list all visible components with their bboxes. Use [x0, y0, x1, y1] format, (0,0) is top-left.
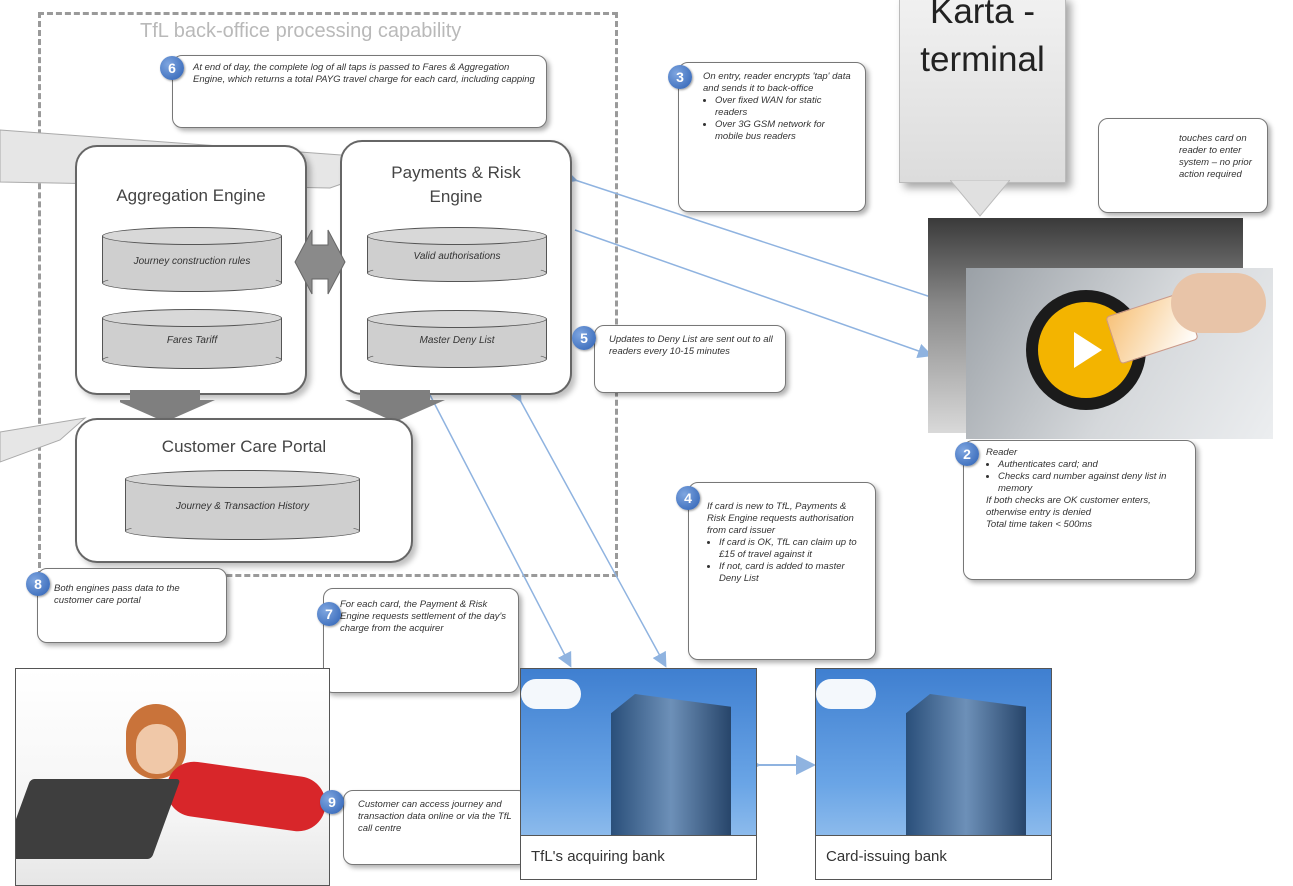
reader-closeup-photo	[966, 268, 1273, 439]
callout-2-title: Reader	[986, 447, 1018, 458]
back-office-frame	[38, 12, 618, 577]
callout-3-text: On entry, reader encrypts 'tap' data and…	[703, 71, 851, 94]
step-9-badge: 9	[320, 790, 344, 814]
issuing-bank-label: Card-issuing bank	[816, 835, 1051, 879]
payments-risk-engine: Payments & Risk Engine Valid authorisati…	[340, 140, 572, 395]
karta-pointer	[950, 180, 1010, 217]
callout-1-text: touches card on reader to enter system –…	[1179, 133, 1252, 180]
callout-4-bullet-1: If card is OK, TfL can claim up to £15 o…	[719, 537, 865, 561]
step-7-badge: 7	[317, 602, 341, 626]
valid-authorisations-label: Valid authorisations	[413, 250, 501, 262]
callout-2: Reader Authenticates card; and Checks ca…	[963, 440, 1196, 580]
step-3-badge: 3	[668, 65, 692, 89]
fares-tariff-db: Fares Tariff	[102, 309, 282, 369]
cloud-icon	[521, 679, 581, 709]
callout-5-text: Updates to Deny List are sent out to all…	[609, 334, 773, 357]
hand-icon	[1171, 273, 1266, 333]
building-icon	[611, 694, 731, 854]
callout-9: Customer can access journey and transact…	[343, 790, 528, 865]
building-icon	[906, 694, 1026, 854]
callout-7: For each card, the Payment & Risk Engine…	[323, 588, 519, 693]
journey-rules-label: Journey construction rules	[133, 255, 251, 267]
callout-2-bullet-2: Checks card number against deny list in …	[998, 471, 1185, 495]
callout-2-text: If both checks are OK customer enters, o…	[986, 495, 1151, 518]
tap-data-arrow	[561, 169, 941, 301]
step-5-badge: 5	[572, 326, 596, 350]
journey-history-db: Journey & Transaction History	[125, 470, 360, 540]
callout-8: Both engines pass data to the customer c…	[37, 568, 227, 643]
cloud-icon	[816, 679, 876, 709]
callout-9-text: Customer can access journey and transact…	[358, 799, 512, 834]
issuing-bank-photo: Card-issuing bank	[815, 668, 1052, 880]
portal-title: Customer Care Portal	[161, 437, 327, 456]
karta-line-2: terminal	[920, 40, 1045, 79]
customer-care-portal: Customer Care Portal Journey & Transacti…	[75, 418, 413, 563]
karta-line-1: Karta -	[929, 0, 1036, 31]
callout-3-bullet-1: Over fixed WAN for static readers	[715, 95, 855, 119]
person-top	[162, 758, 329, 835]
step-2-badge: 2	[955, 442, 979, 466]
step-4-badge: 4	[676, 486, 700, 510]
callout-4: If card is new to TfL, Payments & Risk E…	[688, 482, 876, 660]
deny-list-arrow	[574, 229, 933, 359]
journey-history-label: Journey & Transaction History	[175, 500, 310, 512]
karta-terminal-label: Karta - terminal	[899, 0, 1066, 183]
callout-2-bullet-1: Authenticates card; and	[998, 459, 1185, 471]
person-face	[136, 724, 178, 774]
customer-laptop-photo	[15, 668, 330, 886]
callout-8-text: Both engines pass data to the customer c…	[54, 583, 180, 606]
callout-4-text: If card is new to TfL, Payments & Risk E…	[707, 501, 854, 536]
callout-4-bullet-2: If not, card is added to master Deny Lis…	[719, 561, 865, 585]
callout-6: At end of day, the complete log of all t…	[172, 55, 547, 128]
valid-authorisations-db: Valid authorisations	[367, 227, 547, 282]
step-6-badge: 6	[160, 56, 184, 80]
acquiring-bank-photo: TfL's acquiring bank	[520, 668, 757, 880]
authorisation-arrow	[507, 385, 667, 668]
fares-engine-title: Aggregation Engine	[116, 186, 266, 205]
payments-engine-title-1: Payments & Risk	[391, 163, 521, 182]
callout-3: On entry, reader encrypts 'tap' data and…	[678, 62, 866, 212]
callout-7-text: For each card, the Payment & Risk Engine…	[340, 599, 507, 634]
master-deny-list-label: Master Deny List	[419, 334, 495, 346]
callout-6-text: At end of day, the complete log of all t…	[193, 62, 535, 85]
callout-2-time: Total time taken < 500ms	[986, 519, 1093, 530]
acquiring-bank-label: TfL's acquiring bank	[521, 835, 756, 879]
payments-engine-title-2: Engine	[429, 187, 483, 206]
callout-5: Updates to Deny List are sent out to all…	[594, 325, 786, 393]
beam-bottom	[0, 417, 87, 463]
laptop-icon	[16, 779, 181, 859]
step-8-badge: 8	[26, 572, 50, 596]
fares-tariff-label: Fares Tariff	[166, 334, 218, 346]
callout-1: touches card on reader to enter system –…	[1098, 118, 1268, 213]
engine-exchange-arrows	[294, 229, 346, 295]
master-deny-list-db: Master Deny List	[367, 310, 547, 368]
portal-down-arrows	[120, 390, 445, 422]
callout-3-bullet-2: Over 3G GSM network for mobile bus reade…	[715, 119, 855, 143]
journey-rules-db: Journey construction rules	[102, 227, 282, 292]
fares-aggregation-engine: Aggregation Engine Journey construction …	[75, 145, 307, 395]
reader-arrow-icon	[1074, 332, 1102, 368]
frame-title: TfL back-office processing capability	[140, 20, 462, 42]
